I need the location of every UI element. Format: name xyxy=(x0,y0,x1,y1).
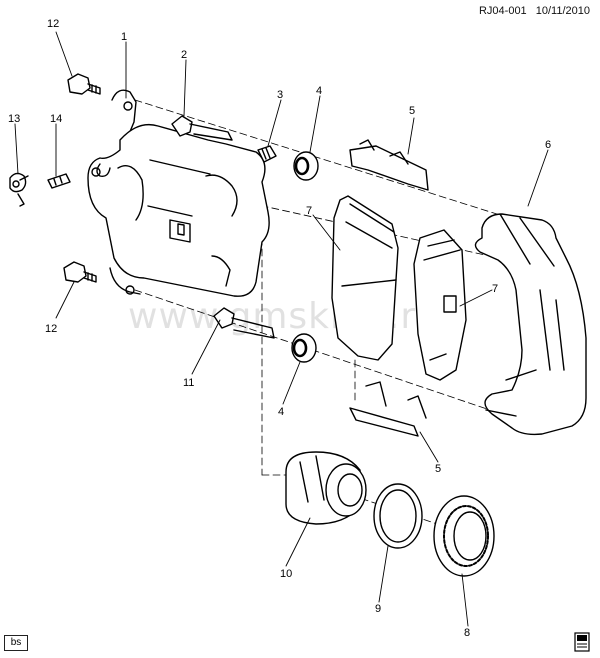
source-badge: bs xyxy=(4,635,28,651)
callout-leaders xyxy=(14,31,549,627)
brake-pad-outer xyxy=(331,195,399,361)
callout-1: 1 xyxy=(121,31,127,43)
manual-book-icon xyxy=(574,632,590,652)
piston-seal xyxy=(373,483,423,549)
callout-13: 13 xyxy=(8,113,20,125)
piston-dust-boot xyxy=(433,495,495,577)
callout-3: 3 xyxy=(277,89,283,101)
callout-7-right: 7 xyxy=(492,283,498,295)
callout-2: 2 xyxy=(181,49,187,61)
bleeder-cap xyxy=(9,172,29,207)
callout-5-upper: 5 xyxy=(409,105,415,117)
guide-pin-lower xyxy=(213,307,275,339)
brake-pad-inner xyxy=(413,229,467,381)
callout-6: 6 xyxy=(545,139,551,151)
callout-11: 11 xyxy=(183,377,194,389)
pad-clip-upper xyxy=(349,139,429,191)
callout-10: 10 xyxy=(280,568,292,580)
diagram-date: 10/11/2010 xyxy=(535,5,590,17)
bleeder-valve xyxy=(47,173,71,189)
pad-clip-lower xyxy=(349,381,427,437)
bushing-lower xyxy=(291,333,317,363)
diagram-code: RJ04-001 xyxy=(478,5,527,17)
guide-pin-boot-upper xyxy=(257,145,277,163)
caliper-bracket xyxy=(474,213,587,436)
caliper-bolt-lower xyxy=(63,261,97,283)
diagram-header: RJ04-001 10/11/2010 xyxy=(479,5,590,17)
callout-12-lower: 12 xyxy=(45,323,57,335)
callout-5-lower: 5 xyxy=(435,463,441,475)
caliper-housing xyxy=(87,89,270,297)
callout-7-left: 7 xyxy=(306,205,312,217)
callout-14: 14 xyxy=(50,113,62,125)
callout-9: 9 xyxy=(375,603,381,615)
callout-12-upper: 12 xyxy=(47,18,59,30)
callout-4-upper: 4 xyxy=(316,85,322,97)
caliper-bolt-upper xyxy=(67,73,101,95)
callout-8: 8 xyxy=(464,627,470,639)
bushing-upper xyxy=(293,151,319,181)
caliper-piston xyxy=(285,451,367,525)
guide-pin-upper xyxy=(171,115,233,141)
callout-4-lower: 4 xyxy=(278,406,284,418)
callout-labels: 12 1 2 3 4 5 6 13 14 7 7 12 11 4 5 10 9 … xyxy=(8,18,551,639)
